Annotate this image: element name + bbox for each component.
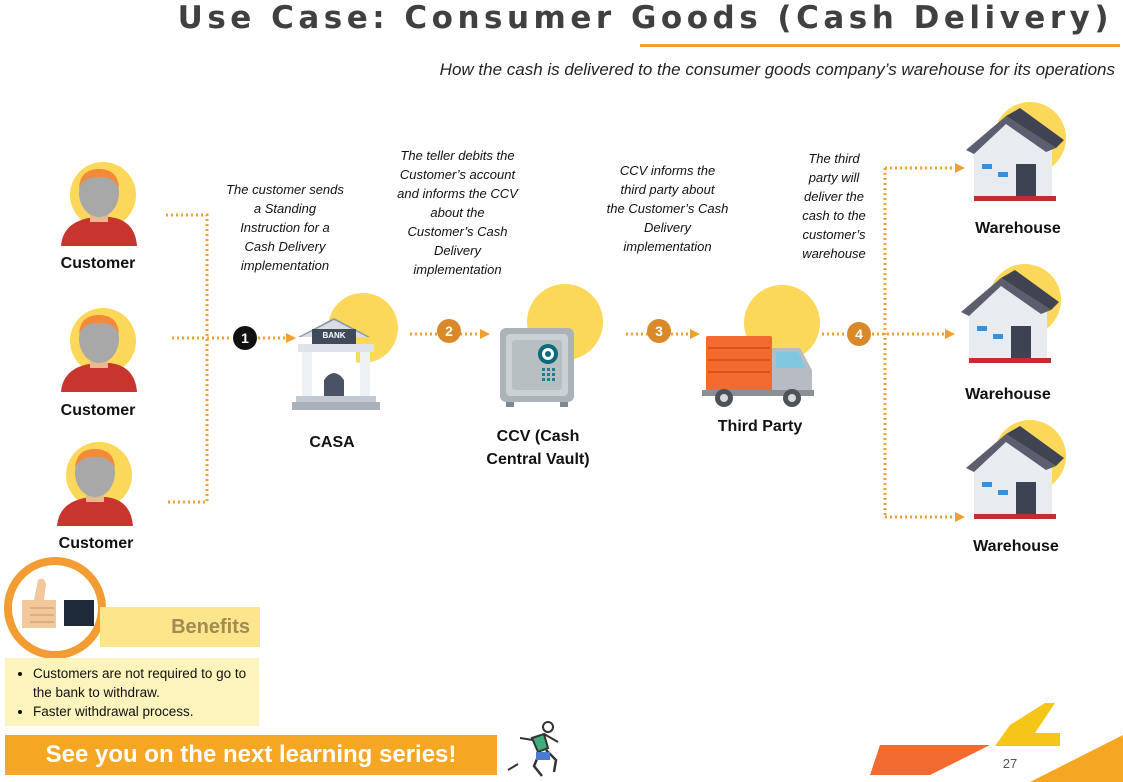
benefits-list: Customers are not required to go to the … [5, 658, 259, 721]
warehouse-icon [966, 102, 1066, 201]
desc-line: Delivery [644, 220, 691, 235]
step-4-description: The third party will deliver the cash to… [790, 149, 878, 263]
desc-line: party will [808, 170, 860, 185]
desc-line: Cash Delivery [244, 239, 326, 254]
desc-line: CCV informs the [619, 163, 716, 178]
ccv-label-line-2: Central Vault) [486, 451, 590, 468]
customer-label: Customer [58, 535, 134, 552]
ccv-label-line-1: CCV (Cash [496, 428, 580, 445]
desc-line: about the [430, 205, 485, 220]
warehouse-label: Warehouse [975, 220, 1061, 237]
desc-line: implementation [240, 258, 330, 273]
step-3-description: CCV informs the third party about the Cu… [590, 161, 745, 256]
benefits-list-box: Customers are not required to go to the … [5, 658, 259, 726]
customer-label: Customer [60, 402, 136, 419]
bank-icon [292, 293, 398, 410]
ccv-label: CCV (Cash Central Vault) [468, 425, 608, 471]
desc-line: customer’s [802, 227, 866, 242]
desc-line: deliver the [804, 189, 864, 204]
desc-line: The teller debits the [400, 148, 515, 163]
step-3-circle [647, 319, 671, 343]
step-2-description: The teller debits the Customer’s account… [380, 146, 535, 279]
step-1-description: The customer sends a Standing Instructio… [210, 180, 360, 275]
bank-sign-text: BANK [322, 331, 346, 340]
step-4-circle [847, 322, 871, 346]
desc-line: implementation [623, 239, 712, 254]
warehouse-icon [961, 264, 1061, 363]
casa-label: CASA [309, 434, 355, 451]
desc-line: cash to the [802, 208, 866, 223]
step-2-number: 2 [445, 323, 453, 339]
customer-icon [61, 162, 137, 246]
arrowheads [286, 163, 965, 522]
vault-icon [500, 284, 603, 407]
step-1-circle [233, 326, 257, 350]
truck-icon [702, 285, 820, 407]
desc-line: The customer sends [226, 182, 344, 197]
benefit-item: Customers are not required to go to the … [33, 664, 253, 702]
thumbs-up-icon [4, 557, 106, 659]
step-1-number: 1 [241, 330, 249, 346]
benefits-header-bar [100, 607, 260, 647]
desc-line: Instruction for a [240, 220, 330, 235]
customer-connector-lines [166, 166, 955, 519]
desc-line: Delivery [434, 243, 481, 258]
warehouse-label: Warehouse [965, 386, 1051, 403]
warehouse-label: Warehouse [973, 538, 1059, 555]
page-title: Use Case: Consumer Goods (Cash Delivery) [177, 0, 1113, 36]
step-3-number: 3 [655, 323, 663, 339]
desc-line: The third [808, 151, 860, 166]
page-subtitle: How the cash is delivered to the consume… [439, 60, 1115, 79]
desc-line: third party about [620, 182, 715, 197]
benefit-item: Faster withdrawal process. [33, 702, 253, 721]
desc-line: Customer’s Cash [407, 224, 508, 239]
footer-banner: See you on the next learning series! [5, 735, 497, 775]
runner-icon [507, 721, 559, 777]
title-underline [640, 44, 1120, 47]
corner-decoration [870, 703, 1123, 782]
customer-label: Customer [60, 255, 136, 272]
desc-line: a Standing [253, 201, 317, 216]
desc-line: warehouse [802, 246, 866, 261]
desc-line: and informs the CCV [397, 186, 518, 201]
desc-line: implementation [413, 262, 502, 277]
customer-icon [57, 442, 133, 526]
step-2-circle [437, 319, 461, 343]
benefits-title: Benefits [171, 616, 250, 638]
step-4-number: 4 [855, 326, 863, 342]
third-party-label: Third Party [717, 418, 803, 435]
page-number: 27 [1002, 756, 1018, 771]
desc-line: the Customer’s Cash [606, 201, 729, 216]
desc-line: Customer’s account [399, 167, 516, 182]
warehouse-icon [966, 420, 1066, 519]
customer-icon [61, 308, 137, 392]
